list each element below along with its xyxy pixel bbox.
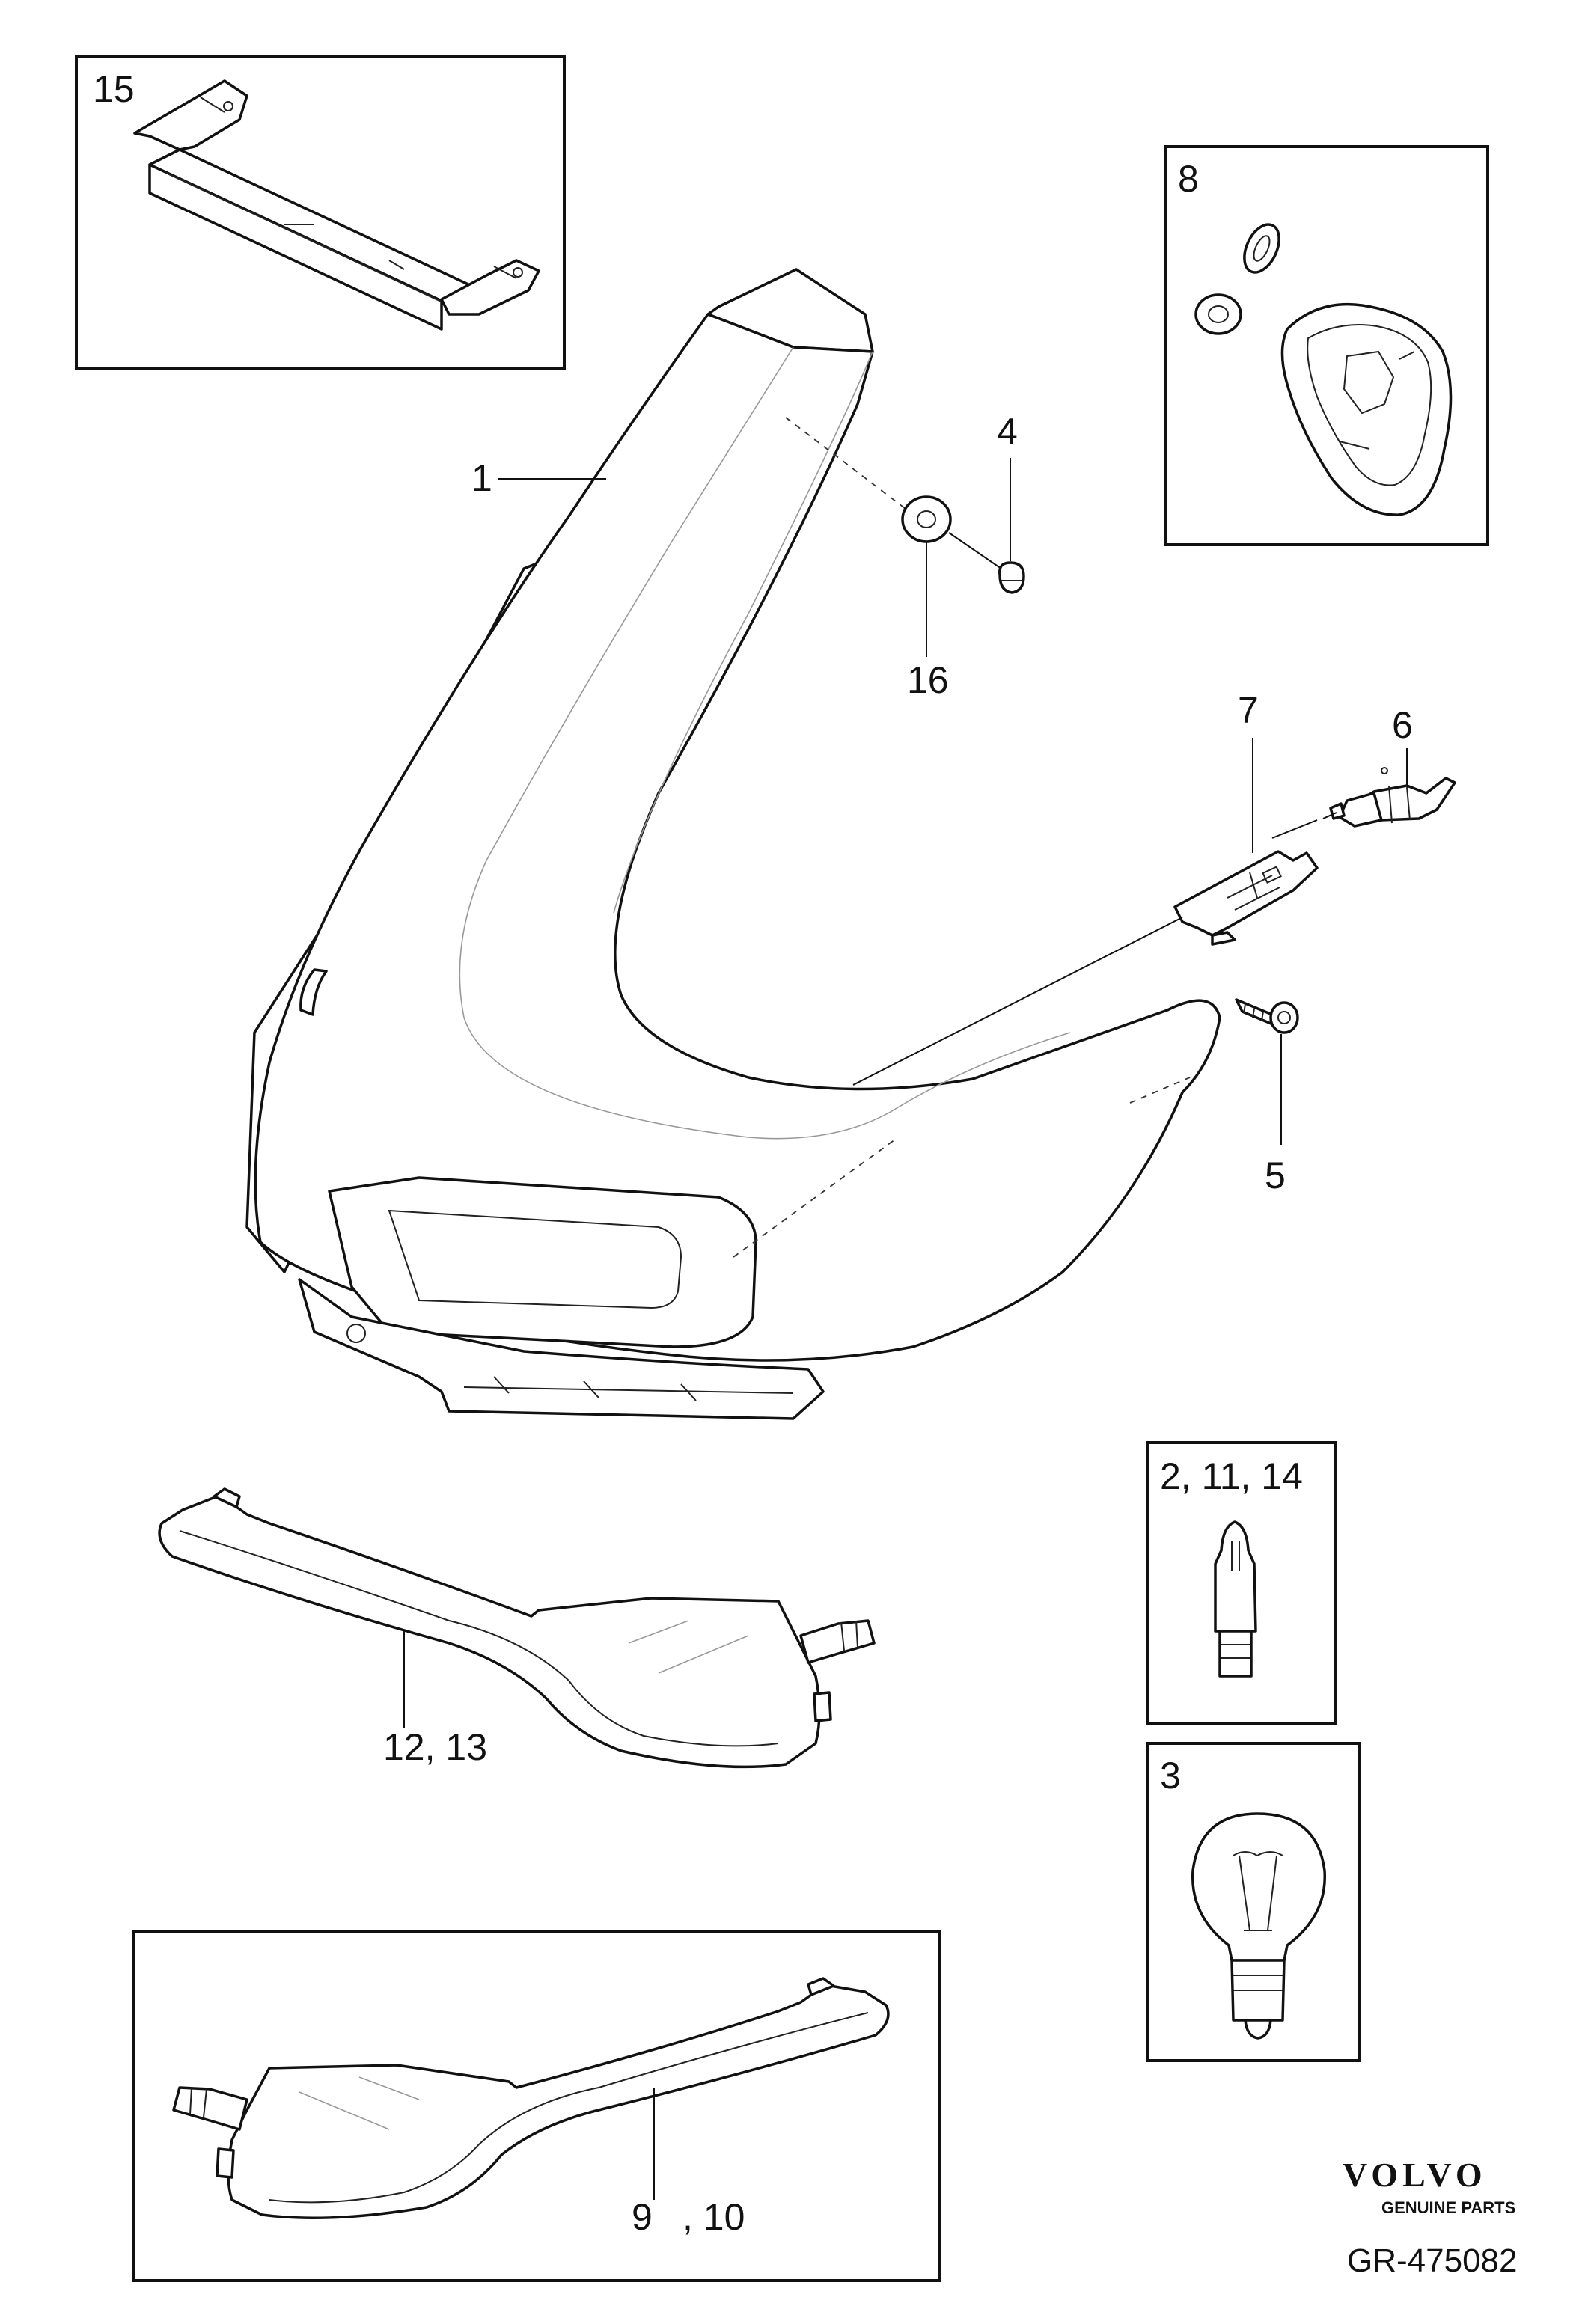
diagram-reference-code: GR-475082 [1347, 2242, 1517, 2279]
tail-lamp-housing [245, 268, 1221, 1420]
grommet-oval [1243, 223, 1280, 274]
inset-bulb-3: 3 [1146, 1742, 1361, 2062]
washer-16 [901, 495, 952, 543]
inset-part-8: 8 [1164, 145, 1489, 546]
callout-15: 15 [93, 68, 135, 110]
nut-4 [998, 561, 1025, 594]
callout-16: 16 [907, 659, 949, 701]
callout-4: 4 [997, 411, 1018, 453]
bulb-holder-6 [1329, 767, 1456, 828]
brand-block: VOLVO GENUINE PARTS GR-475082 [1343, 2156, 1517, 2279]
volvo-logo: VOLVO [1343, 2156, 1487, 2194]
inset-part-15: 15 [75, 55, 566, 370]
gasket-drawing [1280, 302, 1453, 516]
clip-7 [1173, 850, 1319, 946]
grommet-round [1194, 293, 1242, 335]
side-lamp-9-10-drawing [172, 1977, 890, 2219]
callout-8: 8 [1178, 158, 1199, 200]
inset-lamp-9-10: 9 , 10 [132, 1930, 941, 2282]
callout-9: 9 [632, 2196, 653, 2238]
callout-7: 7 [1238, 689, 1259, 731]
side-lamp-12-13 [158, 1487, 876, 1769]
callout-1: 1 [471, 457, 492, 499]
round-bulb-drawing [1191, 1812, 1327, 2040]
mounting-bracket-drawing [133, 79, 540, 331]
callout-6: 6 [1392, 704, 1413, 746]
callout-2-11-14: 2, 11, 14 [1160, 1455, 1303, 1497]
callout-10: , 10 [682, 2196, 745, 2238]
callout-5: 5 [1265, 1155, 1286, 1196]
genuine-parts-label: GENUINE PARTS [1381, 2198, 1515, 2217]
callout-12-13: 12, 13 [383, 1726, 487, 1768]
capsule-bulb-drawing [1214, 1520, 1257, 1678]
inset-bulb-2-11-14: 2, 11, 14 [1146, 1441, 1337, 1725]
screw-5 [1235, 998, 1299, 1034]
callout-3: 3 [1160, 1755, 1181, 1796]
